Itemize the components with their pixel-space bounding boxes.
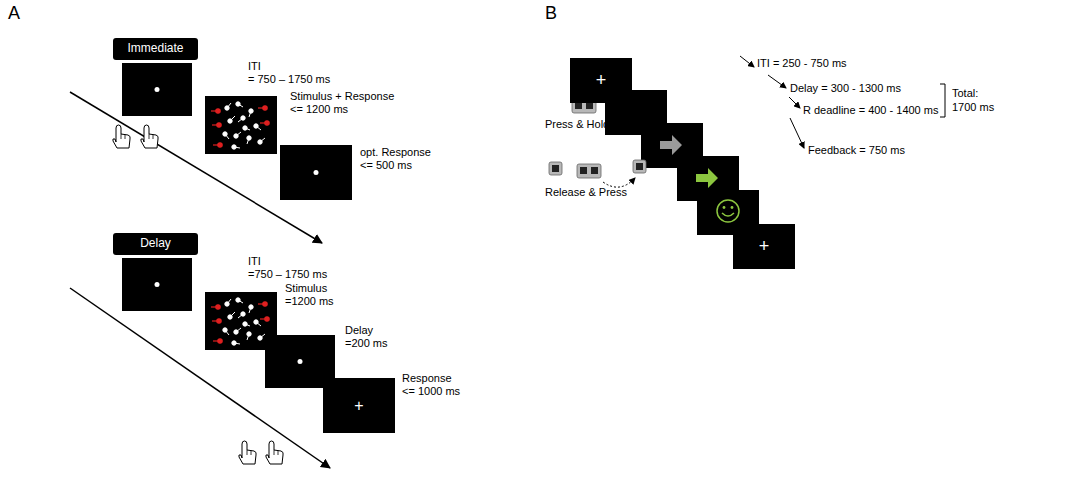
timing-label: =200 ms	[345, 337, 388, 349]
fixation-screen: +	[733, 224, 795, 269]
hand-icon	[113, 125, 131, 148]
timing-label: R deadline = 400 - 1400 ms	[803, 104, 938, 116]
screen	[122, 63, 192, 116]
bracket	[940, 84, 945, 117]
hand-icon	[266, 441, 284, 464]
timing-label: Release & Press	[545, 186, 627, 198]
key-icon	[633, 160, 646, 173]
move-arrow	[603, 178, 635, 187]
timing-label: 1700 ms	[952, 101, 994, 113]
timing-label: Stimulus + Response	[290, 90, 394, 102]
timing-label: <= 1000 ms	[402, 385, 460, 397]
fixation-cross: +	[354, 397, 363, 415]
timing-label: opt. Response	[360, 146, 431, 158]
timing-label: ITI = 250 - 750 ms	[757, 57, 847, 69]
timing-label: Stimulus	[285, 282, 327, 294]
hand-icon	[141, 125, 159, 148]
dot-stimulus	[205, 96, 277, 154]
fixation-dot	[155, 282, 160, 287]
timing-label: Total:	[952, 87, 978, 99]
panel-label: A	[8, 4, 20, 24]
fixation-cross: +	[596, 71, 607, 91]
smiley-icon	[717, 200, 739, 222]
timing-label: <= 500 ms	[360, 159, 412, 171]
screen	[122, 258, 192, 311]
timing-arrow	[768, 75, 786, 88]
condition-name: Immediate	[127, 42, 183, 55]
hand-icon	[239, 441, 257, 464]
fixation-dot	[314, 170, 319, 175]
timing-arrow	[740, 56, 754, 67]
timing-arrow	[789, 97, 800, 108]
fixation-dot	[298, 359, 303, 364]
timing-label: Delay	[345, 324, 373, 336]
condition-label: Delay	[113, 233, 198, 255]
keyboard-icon	[577, 164, 601, 178]
timing-label: Delay = 300 - 1300 ms	[790, 82, 901, 94]
timing-label: ITI	[248, 255, 261, 267]
timing-label: =750 – 1750 ms	[248, 268, 327, 280]
panel-label: B	[545, 4, 557, 24]
timing-label: = 750 – 1750 ms	[248, 73, 330, 85]
timing-label: Feedback = 750 ms	[808, 144, 905, 156]
timing-label: Press & Hold	[545, 118, 609, 130]
fixation-screen: +	[570, 58, 632, 103]
key-icon	[549, 162, 562, 175]
timing-arrow	[790, 118, 804, 148]
timing-label: <= 1200 ms	[290, 103, 348, 115]
cue-arrow	[660, 135, 682, 155]
fixation-cross: +	[759, 237, 770, 257]
condition-label: Immediate	[113, 38, 198, 60]
fixation-screen: +	[323, 378, 395, 433]
fixation-dot	[155, 87, 160, 92]
condition-name: Delay	[140, 237, 171, 250]
timing-label: Response	[402, 372, 452, 384]
timing-label: =1200 ms	[285, 295, 334, 307]
go-arrow	[696, 168, 718, 188]
timing-label: ITI	[248, 60, 261, 72]
screen	[280, 145, 352, 200]
